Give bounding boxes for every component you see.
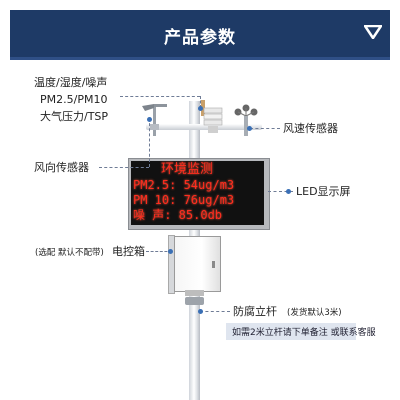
crossarm [146, 124, 262, 130]
sensors-label-line3: 大气压力/TSP [40, 110, 109, 123]
pole-note: (发货默认3米) [287, 308, 342, 318]
control-box-leader-line [146, 251, 172, 252]
led-display-screen: 环境监测 PM2.5: 54ug/m3 PM 10: 76ug/m3 噪 声: … [131, 161, 264, 225]
wind-speed-label: 风速传感器 [283, 122, 338, 135]
led-screen-leader-dot [286, 189, 291, 194]
wind-speed-leader-line [250, 128, 280, 129]
pole-label: 防腐立杆 [233, 305, 277, 318]
pole-leader-dot [198, 309, 203, 314]
control-box-label: 电控箱 [112, 245, 145, 258]
wind-direction-leader-line-vertical [149, 118, 150, 167]
wind-direction-sensor-icon [142, 104, 167, 136]
pole-remark-box: 如需2米立杆请下单备注 或联系客服 [226, 323, 376, 340]
wind-direction-leader-line [99, 167, 149, 168]
pole-flange [185, 290, 204, 296]
chevron-down-icon[interactable] [364, 25, 382, 39]
control-box [174, 236, 221, 292]
sensors-label-line1: 温度/湿度/噪声 [34, 76, 108, 89]
led-title: 环境监测 [161, 162, 214, 177]
control-box-latch [212, 261, 215, 268]
sensors-leader-dot [198, 106, 203, 111]
led-screen-label: LED显示屏 [296, 185, 351, 198]
pole-leader-line [200, 311, 230, 312]
sensors-leader-line-vertical [200, 96, 201, 108]
led-pm10: PM 10: 76ug/m3 [133, 193, 235, 207]
sensors-label-line2: PM2.5/PM10 [40, 93, 108, 106]
control-box-leader-dot [168, 249, 173, 254]
multi-sensor-shutter-icon [201, 100, 223, 133]
control-box-note: (选配 默认不配带) [35, 248, 104, 258]
wind-speed-sensor-icon [234, 104, 258, 136]
pole-clamp [185, 297, 204, 305]
led-noise: 噪 声: 85.0db [133, 208, 223, 222]
sensors-leader-line [120, 96, 200, 97]
pole-remark: 如需2米立杆请下单备注 或联系客服 [232, 328, 376, 338]
wind-direction-leader-dot [147, 117, 152, 122]
page-title: 产品参数 [164, 28, 236, 48]
wind-speed-leader-dot [247, 126, 252, 131]
led-screen-leader-line [268, 191, 293, 192]
led-pm25: PM2.5: 54ug/m3 [133, 178, 235, 192]
wind-direction-label: 风向传感器 [34, 161, 89, 174]
header-bar: 产品参数 [10, 10, 390, 60]
